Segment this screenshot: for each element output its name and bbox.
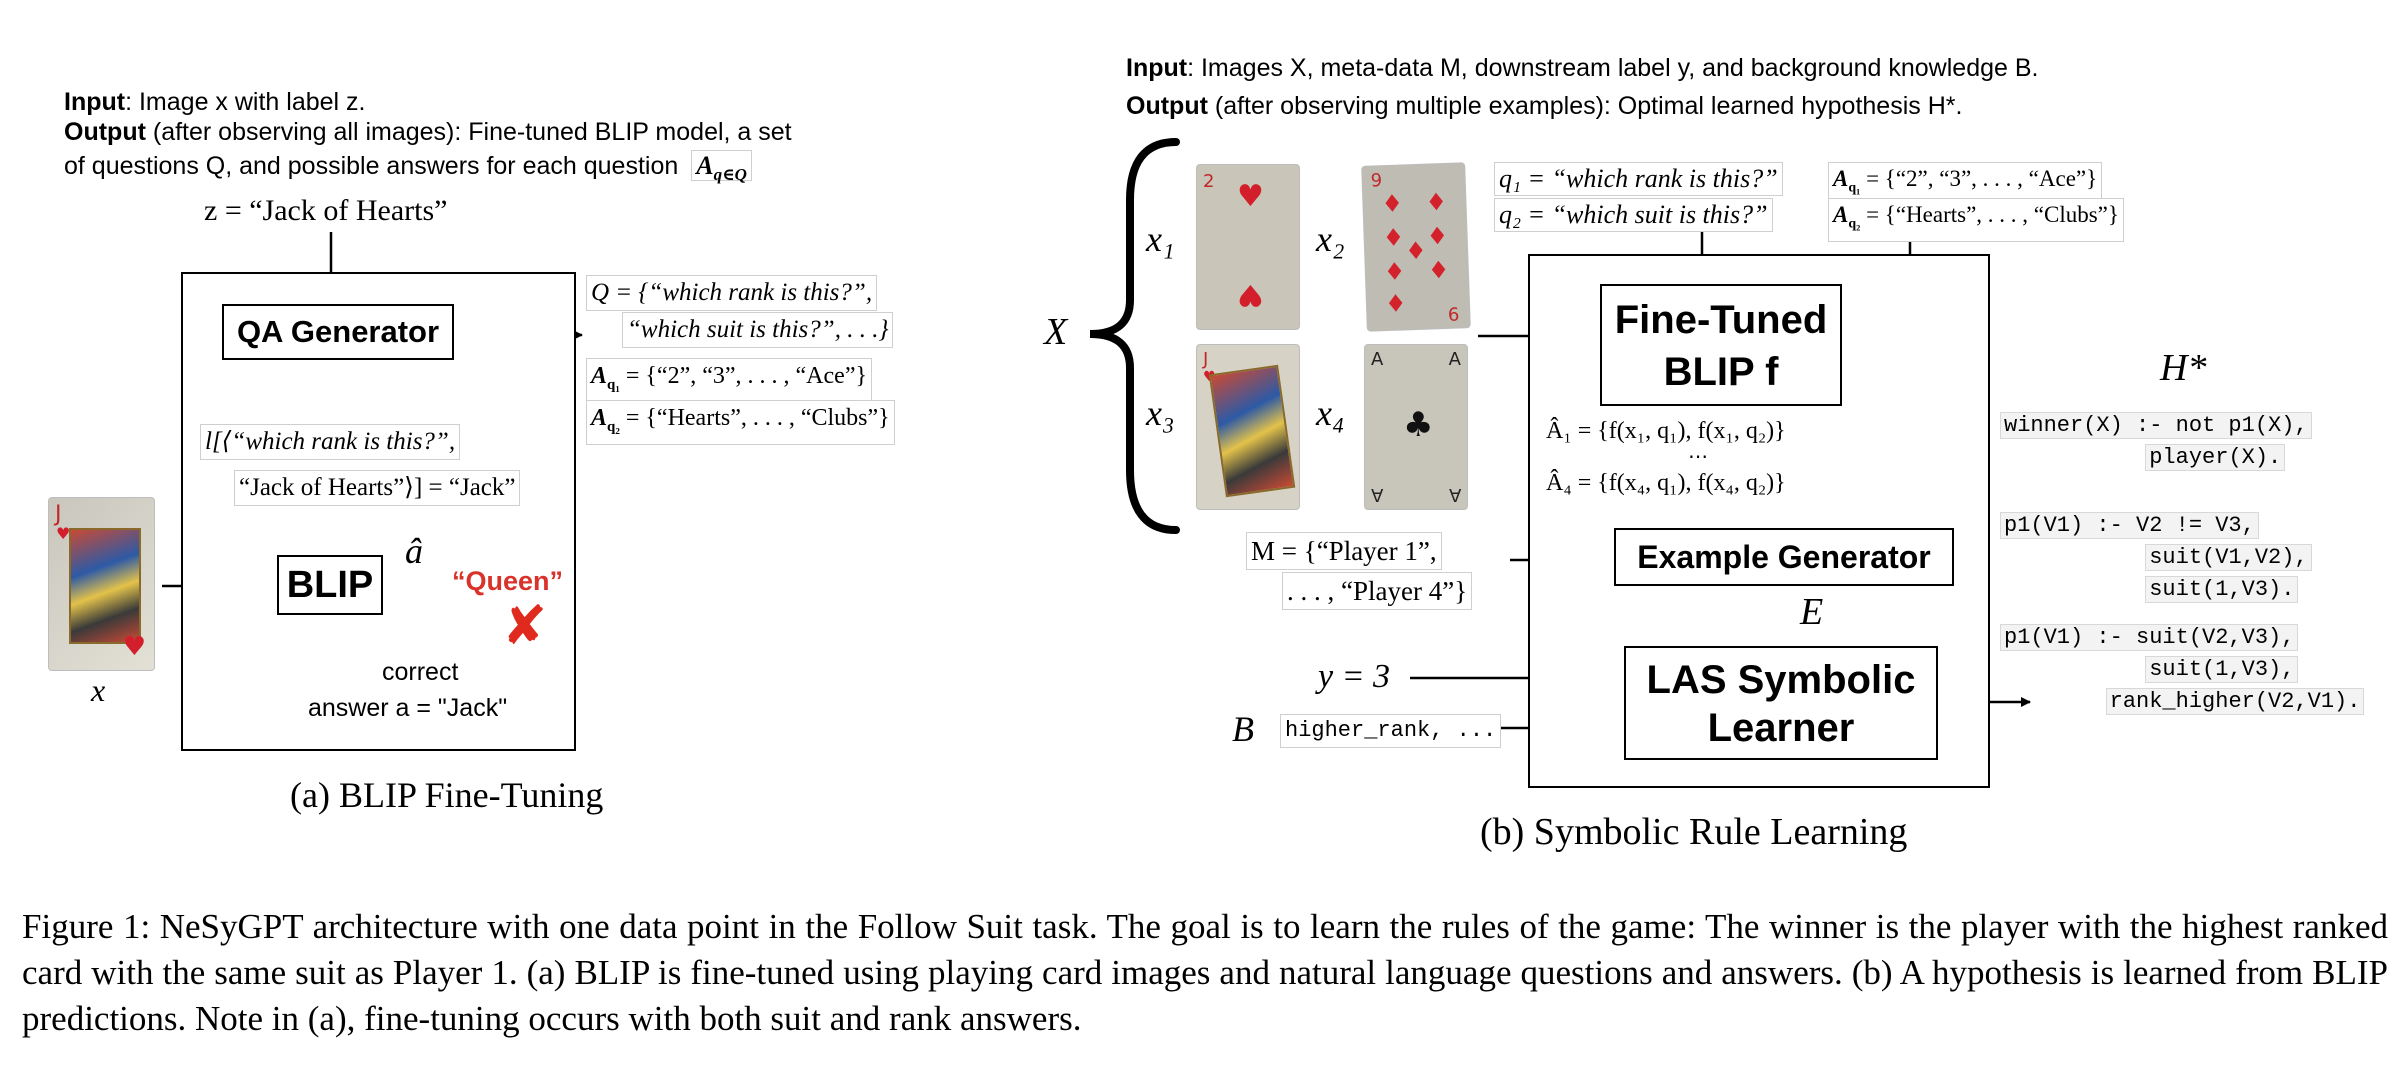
jack-card-image: J ♥ bbox=[1196, 344, 1300, 510]
answers-set-formula: Aq∈Q bbox=[691, 150, 752, 184]
B-label: B bbox=[1232, 709, 1254, 749]
y-label: y = 3 bbox=[1318, 658, 1391, 695]
answer-set-suit: Aq₂ = {“Hearts”, . . . , “Clubs”} bbox=[586, 400, 895, 445]
background-knowledge: higher_rank, ... bbox=[1280, 714, 1502, 748]
panel-a-subcaption: (a) BLIP Fine-Tuning bbox=[290, 775, 604, 815]
X-label: X bbox=[1044, 311, 1068, 353]
rule-line: p1(V1) :- V2 != V3, bbox=[2000, 510, 2312, 542]
heart-icon: ♥ bbox=[56, 524, 71, 543]
label-fn-line1: l[⟨“which rank is this?”, bbox=[200, 424, 461, 460]
heart-icon: ♥ bbox=[1237, 179, 1264, 214]
diamond-icon: ♦ bbox=[1383, 257, 1406, 287]
two-of-hearts-card-image: 2 ♥ ♥ bbox=[1196, 164, 1300, 330]
panel-b-subcaption: (b) Symbolic Rule Learning bbox=[1480, 811, 1908, 853]
example-generator-box: Example Generator bbox=[1614, 528, 1954, 586]
qa-generator-box: QA Generator bbox=[222, 304, 454, 360]
panel-b-output: Output (after observing multiple example… bbox=[1126, 92, 1963, 120]
ellipsis: ⋯ bbox=[1688, 446, 1708, 468]
rule-line: winner(X) :- not p1(X), bbox=[2000, 410, 2312, 442]
rule-line: rank_higher(V2,V1). bbox=[2000, 686, 2365, 718]
diamond-icon: ♦ bbox=[1382, 223, 1405, 253]
diamond-icon: ♦ bbox=[1427, 255, 1450, 285]
rule-block: p1(V1) :- V2 != V3, suit(V1,V2), suit(1,… bbox=[2000, 510, 2312, 606]
diamond-icon: ♦ bbox=[1404, 236, 1428, 266]
metadata-line1: M = {“Player 1”, bbox=[1246, 532, 1442, 570]
x4-label: x₄ bbox=[1316, 393, 1345, 433]
jack-figure bbox=[69, 528, 141, 644]
q-set-line2: “which suit is this?”, . . .} bbox=[622, 312, 894, 348]
jack-of-hearts-card-image: J ♥ ♥ bbox=[48, 497, 155, 671]
diamond-icon: ♦ bbox=[1384, 289, 1407, 319]
diamond-icon: ♦ bbox=[1426, 221, 1449, 251]
h-star-label: H* bbox=[2160, 347, 2207, 389]
ace-of-clubs-card-image: A A ♣ A A bbox=[1364, 344, 1468, 510]
z-label: z = “Jack of Hearts” bbox=[204, 194, 448, 227]
jack-figure bbox=[1208, 364, 1296, 498]
panel-a-output-line1: Output (after observing all images): Fin… bbox=[64, 118, 792, 146]
metadata-line2: . . . , “Player 4”} bbox=[1282, 572, 1473, 610]
prediction-label: “Queen” bbox=[452, 566, 564, 596]
x-brace bbox=[1089, 138, 1180, 534]
answer-set-suit-b: Aq₂ = {“Hearts”, . . . , “Clubs”} bbox=[1828, 198, 2124, 242]
x2-label: x₂ bbox=[1316, 219, 1345, 259]
rule-line: suit(1,V3), bbox=[2000, 654, 2364, 686]
diamond-icon: ♦ bbox=[1380, 189, 1404, 219]
panel-a-output-line2: of questions Q, and possible answers for… bbox=[64, 150, 752, 191]
card-rank: J bbox=[55, 502, 62, 527]
a4-hat-predictions: Â₄ = {f(x₄, q₁), f(x₄, q₂)} bbox=[1546, 470, 1786, 496]
x1-label: x₁ bbox=[1146, 219, 1175, 259]
panel-b-input: Input: Images X, meta-data M, downstream… bbox=[1126, 54, 2039, 82]
rule-line: player(X). bbox=[2000, 442, 2312, 474]
fine-tuned-blip-box: Fine-Tuned BLIP f bbox=[1600, 284, 1842, 406]
a-hat-label: â bbox=[405, 531, 423, 571]
label-fn-line2: “Jack of Hearts”⟩] = “Jack” bbox=[234, 470, 521, 506]
nine-of-diamonds-card-image: 9 ♦ ♦ ♦ ♦ ♦ ♦ ♦ ♦ 6 bbox=[1361, 162, 1471, 332]
a1-hat-predictions: Â₁ = {f(x₁, q₁), f(x₁, q₂)} bbox=[1546, 418, 1786, 444]
rule-block: winner(X) :- not p1(X), player(X). bbox=[2000, 410, 2312, 474]
q1-definition: q₁ = “which rank is this?” bbox=[1494, 162, 1783, 196]
las-symbolic-learner-box: LAS Symbolic Learner bbox=[1624, 646, 1938, 760]
x-label: x bbox=[91, 672, 106, 708]
rule-block: p1(V1) :- suit(V2,V3), suit(1,V3), rank_… bbox=[2000, 622, 2365, 718]
panel-a-input: Input: Image x with label z. bbox=[64, 88, 366, 116]
rule-line: p1(V1) :- suit(V2,V3), bbox=[2000, 622, 2364, 654]
rule-line: suit(1,V3). bbox=[2000, 574, 2312, 606]
heart-icon: ♥ bbox=[1237, 277, 1264, 312]
correct-label: correct bbox=[382, 658, 459, 686]
x3-label: x₃ bbox=[1146, 393, 1175, 433]
figure-caption: Figure 1: NeSyGPT architecture with one … bbox=[22, 907, 2388, 1038]
answer-set-rank: Aq₁ = {“2”, “3”, . . . , “Ace”} bbox=[586, 358, 872, 403]
rule-line: suit(V1,V2), bbox=[2000, 542, 2312, 574]
diamond-icon: ♦ bbox=[1424, 187, 1448, 217]
blip-box: BLIP bbox=[277, 555, 383, 615]
q-set-line1: Q = {“which rank is this?”, bbox=[586, 275, 878, 311]
answer-label: answer a = "Jack" bbox=[308, 694, 508, 722]
q2-definition: q₂ = “which suit is this?” bbox=[1494, 198, 1773, 232]
club-icon: ♣ bbox=[1403, 405, 1434, 445]
heart-icon: ♥ bbox=[122, 632, 146, 662]
E-label: E bbox=[1800, 591, 1824, 633]
wrong-cross-icon: ✘ bbox=[502, 594, 548, 657]
